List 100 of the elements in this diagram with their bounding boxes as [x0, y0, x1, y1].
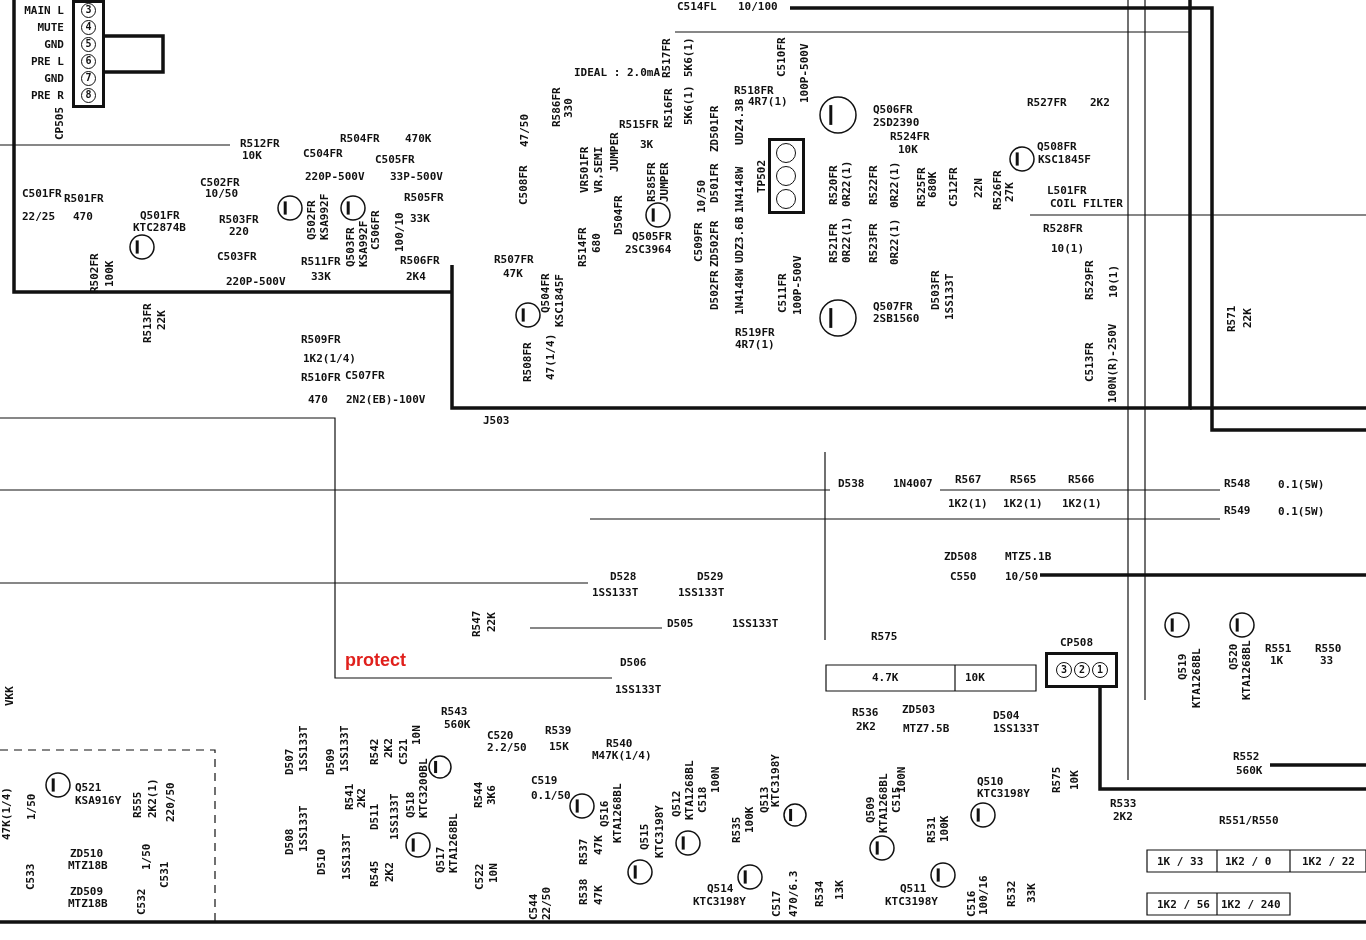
component-label: R565 — [1010, 473, 1037, 486]
table-cell: 10K — [965, 671, 985, 684]
pin-number: 7 — [81, 71, 96, 86]
component-label: Q509 — [864, 796, 877, 823]
component-label: Q504FR — [539, 273, 552, 313]
component-label: R511FR — [301, 255, 341, 268]
value-label: 13K — [833, 880, 846, 900]
component-label: R544 — [472, 781, 485, 808]
value-label: VR,SEMI — [592, 146, 605, 193]
value-label: 560K — [1236, 764, 1263, 777]
table-cell: 1K2 / 240 — [1221, 898, 1281, 911]
value-label: 1SS133T — [943, 273, 956, 320]
pin-number: 3 — [81, 3, 96, 18]
component-label: D508 — [283, 828, 296, 855]
component-label: R542 — [368, 738, 381, 765]
component-label: D538 — [838, 477, 865, 490]
value-label: KTC3198Y — [653, 805, 666, 858]
component-label: ZD509 — [70, 885, 104, 898]
value-label: 1K2(1) — [1003, 497, 1043, 510]
value-label: 2.2/50 — [487, 741, 527, 754]
value-label: KTC2874B — [133, 221, 186, 234]
component-label: ZD502FR — [708, 220, 721, 267]
component-label: Q514 — [707, 882, 734, 895]
note-text: JUMPER — [658, 162, 671, 202]
component-label: C511FR — [776, 273, 789, 313]
value-label: 47K — [503, 267, 523, 280]
component-label: D502FR — [708, 270, 721, 310]
value-label: 1SS133T — [388, 793, 401, 840]
component-label: R533 — [1110, 797, 1137, 810]
component-label: R510FR — [301, 371, 341, 384]
value-label: 220/50 — [164, 782, 177, 822]
component-label: C510FR — [775, 37, 788, 77]
component-label: D501FR — [708, 163, 721, 203]
component-label: R585FR — [645, 162, 658, 202]
note-text: JUMPER — [608, 132, 621, 172]
component-label: C516 — [965, 890, 978, 917]
value-label: 470/6.3 — [787, 870, 800, 917]
value-label: 22/25 — [22, 210, 56, 223]
component-label: Q503FR — [344, 227, 357, 267]
table-cell: 1K2 / 22 — [1302, 855, 1355, 868]
component-label: R541 — [343, 783, 356, 810]
value-label: 10/50 — [205, 187, 239, 200]
component-label: Q501FR — [140, 209, 180, 222]
component-label: R551 — [1265, 642, 1292, 655]
value-label: 47K(1/4) — [0, 787, 13, 840]
value-label: 2K2 — [1090, 96, 1110, 109]
component-label: R537 — [577, 838, 590, 865]
pin-number: 6 — [81, 54, 96, 69]
component-label: Q508FR — [1037, 140, 1077, 153]
component-label: R543 — [441, 705, 468, 718]
pin-number: 4 — [81, 20, 96, 35]
component-label: D504FR — [612, 195, 625, 235]
value-label: 1N4148W — [733, 268, 746, 315]
signal-label: PRE L — [29, 55, 64, 68]
component-label: R566 — [1068, 473, 1095, 486]
component-label: C506FR — [369, 210, 382, 250]
component-label: C533 — [24, 863, 37, 890]
value-label: MTZ18B — [68, 897, 108, 910]
value-label: 100N — [709, 766, 722, 793]
value-label: 22K — [485, 612, 498, 632]
value-label: 1SS133T — [297, 725, 310, 772]
component-label: R504FR — [340, 132, 380, 145]
value-label: UDZ4.3B — [733, 98, 746, 145]
value-label: 33K — [311, 270, 331, 283]
value-label: 1N4148W — [733, 166, 746, 213]
component-label: D506 — [620, 656, 647, 669]
value-label: 220P-500V — [305, 170, 365, 183]
value-label: 100P-500V — [791, 255, 804, 315]
component-label: R521FR — [827, 223, 840, 263]
component-label: R512FR — [240, 137, 280, 150]
component-label: C521 — [397, 738, 410, 765]
value-label: 100/16 — [977, 875, 990, 915]
component-label: R575 — [1050, 766, 1063, 793]
value-label: 10N — [487, 863, 500, 883]
value-label: 1/50 — [140, 843, 153, 870]
value-label: 10(1) — [1051, 242, 1085, 255]
value-label: 560K — [444, 718, 471, 731]
value-label: 1/50 — [25, 793, 38, 820]
value-label: 0.1(5W) — [1278, 478, 1325, 491]
value-label: 33K — [1025, 883, 1038, 903]
value-label: 47/50 — [518, 113, 531, 147]
value-label: KTA1268BL — [447, 813, 460, 873]
value-label: 15K — [549, 740, 569, 753]
value-label: 1K — [1270, 654, 1284, 667]
component-label: R518FR — [734, 84, 774, 97]
value-label: KSA916Y — [75, 794, 122, 807]
value-label: KTC3198Y — [977, 787, 1030, 800]
component-label: Q519 — [1176, 653, 1189, 680]
component-label: R513FR — [141, 303, 154, 343]
value-label: 2SD2390 — [873, 116, 920, 129]
value-label: 2K2(1) — [146, 778, 159, 818]
connector-label: CP505 — [53, 106, 66, 140]
component-label: Q512 — [670, 790, 683, 817]
value-label: M47K(1/4) — [592, 749, 652, 762]
component-label: R519FR — [735, 326, 775, 339]
value-label: 1SS133T — [993, 722, 1040, 735]
component-label: R505FR — [404, 191, 444, 204]
value-label: 0.1/50 — [531, 789, 571, 802]
component-label: C509FR — [692, 222, 705, 262]
note-text: IDEAL : 2.0mA — [574, 66, 661, 79]
